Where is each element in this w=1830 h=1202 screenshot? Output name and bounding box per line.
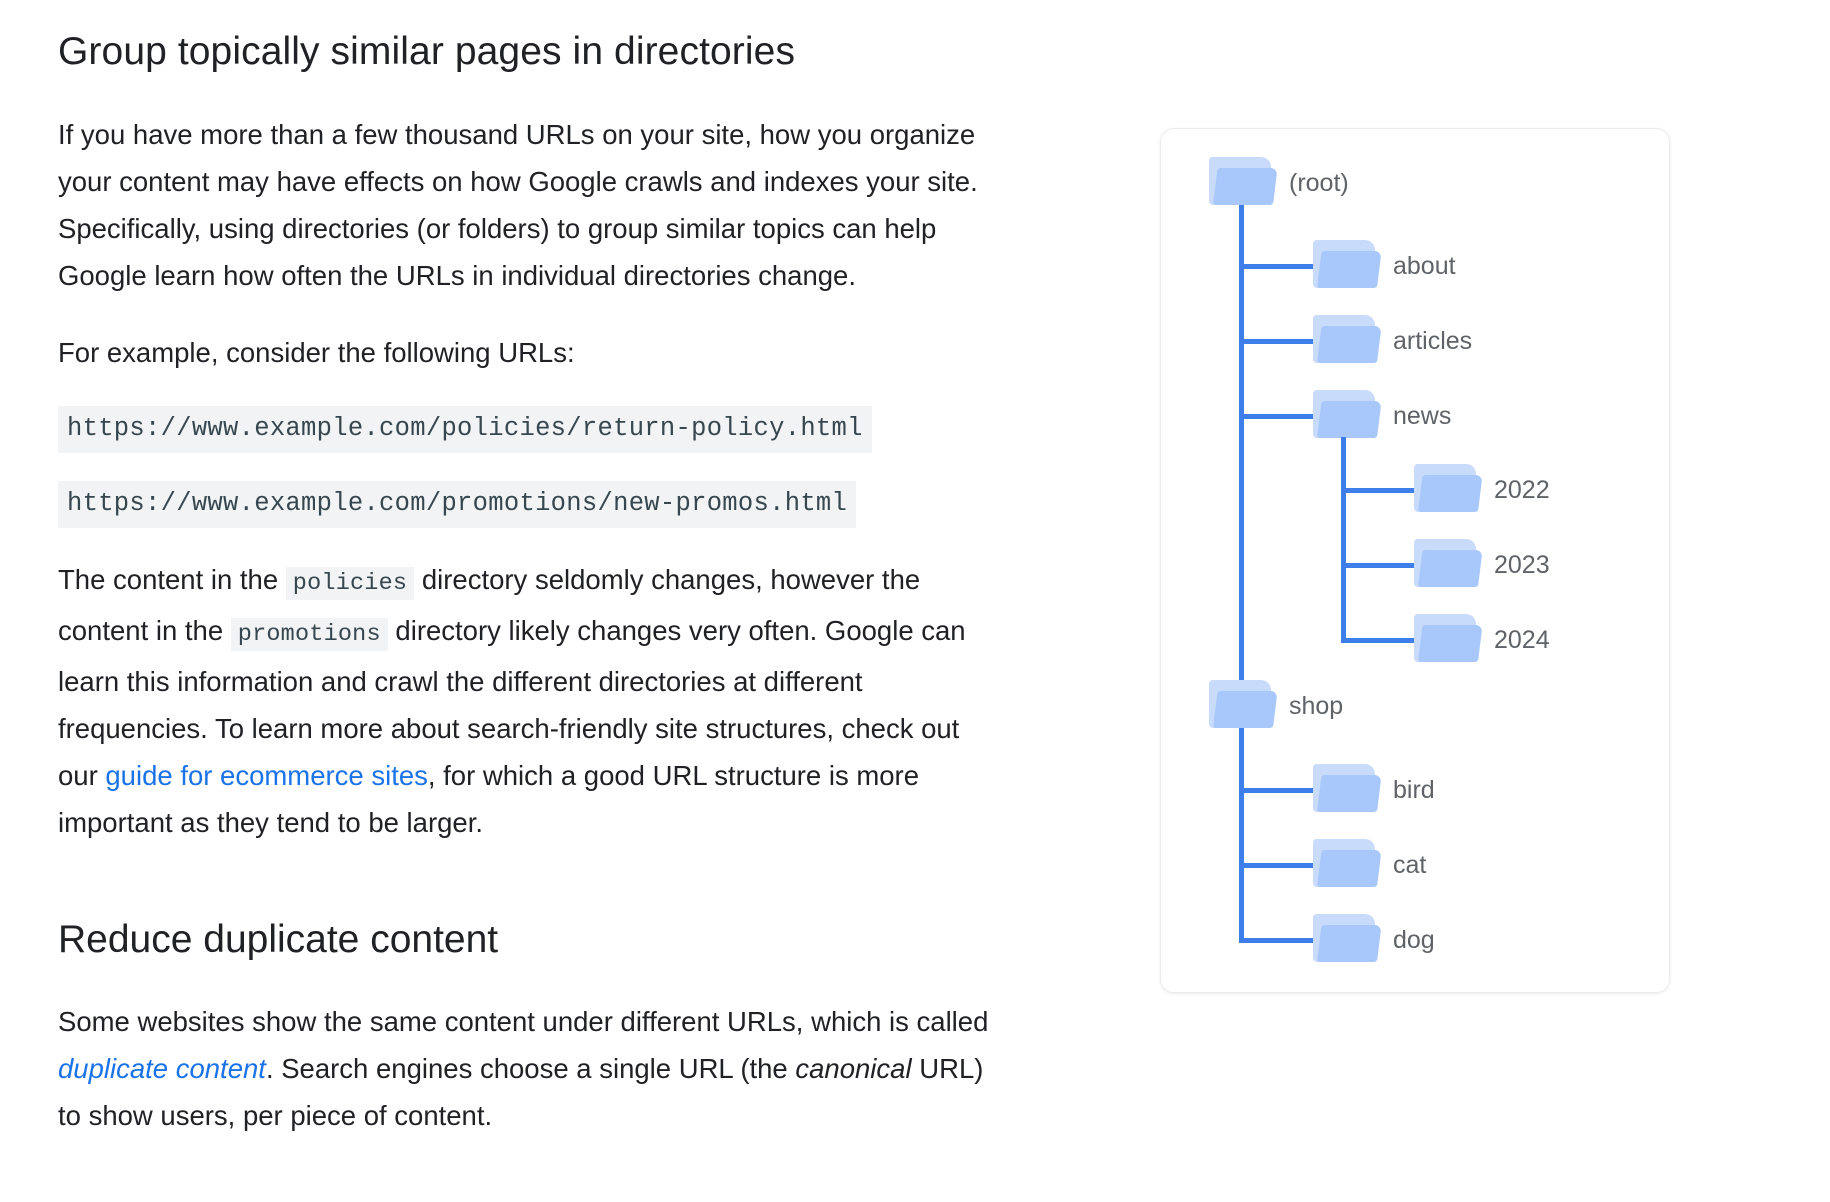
page-title: Group topically similar pages in directo… <box>58 30 796 73</box>
tree-node-2024[interactable]: 2024 <box>1414 614 1550 666</box>
tree-node-label: 2023 <box>1494 550 1550 579</box>
tree-node-cat[interactable]: cat <box>1313 839 1426 891</box>
text-fragment: directory seldomly changes, however the … <box>58 563 921 646</box>
tree-node-shop[interactable]: shop <box>1209 680 1343 732</box>
tree-node-bird[interactable]: bird <box>1313 764 1435 816</box>
tree-node-root[interactable]: (root) <box>1209 157 1349 209</box>
folder-icon <box>1414 539 1483 591</box>
folder-icon <box>1313 240 1382 292</box>
tree-branch-news <box>1239 414 1317 419</box>
article-column: Group topically similar pages in directo… <box>58 30 998 1139</box>
paragraph-intro: If you have more than a few thousand URL… <box>58 118 978 291</box>
folder-icon <box>1313 839 1382 891</box>
diagram-column: (root) about articles news <box>1160 0 1830 1202</box>
directory-tree: (root) about articles news <box>1161 129 1669 992</box>
tree-node-label: bird <box>1393 775 1435 804</box>
inline-code-policies: policies <box>285 566 415 600</box>
paragraph-directories: The content in the policies directory se… <box>58 556 998 846</box>
tree-node-label: news <box>1393 401 1452 430</box>
italic-canonical: canonical <box>795 1053 912 1085</box>
section-title-duplicate-content: Reduce duplicate content <box>58 917 499 961</box>
text-fragment: directory likely changes very often. Goo… <box>58 614 966 791</box>
tree-branch-2022 <box>1341 488 1419 493</box>
directory-tree-card: (root) about articles news <box>1160 128 1670 993</box>
folder-icon <box>1414 614 1483 666</box>
folder-icon <box>1209 157 1278 209</box>
tree-branch-2024 <box>1341 638 1419 643</box>
text-fragment: Some websites show the same content unde… <box>58 1006 989 1038</box>
tree-branch-2023 <box>1341 563 1419 568</box>
paragraph-duplicate-content: Some websites show the same content unde… <box>58 998 998 1139</box>
tree-branch-dog <box>1239 938 1317 943</box>
tree-node-news[interactable]: news <box>1313 390 1451 442</box>
tree-trunk-news <box>1341 437 1346 642</box>
folder-icon <box>1313 764 1382 816</box>
text-fragment: The content in the <box>58 563 286 595</box>
tree-node-label: dog <box>1393 925 1435 954</box>
folder-icon <box>1313 315 1382 367</box>
text-fragment: , for which a good URL structure is more… <box>58 759 920 838</box>
tree-node-label: 2024 <box>1494 625 1550 654</box>
tree-node-label: cat <box>1393 850 1427 879</box>
tree-node-label: about <box>1393 251 1456 280</box>
folder-icon <box>1313 914 1382 966</box>
text-fragment: . Search engines choose a single URL (th… <box>265 1053 796 1085</box>
tree-node-label: (root) <box>1289 168 1349 197</box>
tree-node-about[interactable]: about <box>1313 240 1456 292</box>
folder-icon <box>1209 680 1278 732</box>
code-block-url-1: https://www.example.com/policies/return-… <box>58 405 872 453</box>
tree-node-2022[interactable]: 2022 <box>1414 464 1550 516</box>
tree-node-label: shop <box>1289 691 1344 720</box>
tree-branch-cat <box>1239 863 1317 868</box>
tree-branch-articles <box>1239 339 1317 344</box>
tree-node-label: 2022 <box>1494 475 1550 504</box>
link-ecommerce-guide[interactable]: guide for ecommerce sites <box>105 759 428 791</box>
tree-node-2023[interactable]: 2023 <box>1414 539 1550 591</box>
tree-branch-about <box>1239 264 1317 269</box>
tree-trunk-main <box>1239 191 1244 941</box>
folder-icon <box>1414 464 1483 516</box>
text-fragment: URL) to show users, per piece of content… <box>58 1053 984 1132</box>
tree-node-articles[interactable]: articles <box>1313 315 1472 367</box>
inline-code-promotions: promotions <box>230 617 388 651</box>
tree-node-label: articles <box>1393 326 1473 355</box>
tree-branch-bird <box>1239 788 1317 793</box>
tree-node-dog[interactable]: dog <box>1313 914 1435 966</box>
link-duplicate-content[interactable]: duplicate content <box>58 1053 266 1085</box>
code-block-url-2: https://www.example.com/promotions/new-p… <box>58 480 857 528</box>
folder-icon <box>1313 390 1382 442</box>
paragraph-example-lead: For example, consider the following URLs… <box>58 336 575 368</box>
